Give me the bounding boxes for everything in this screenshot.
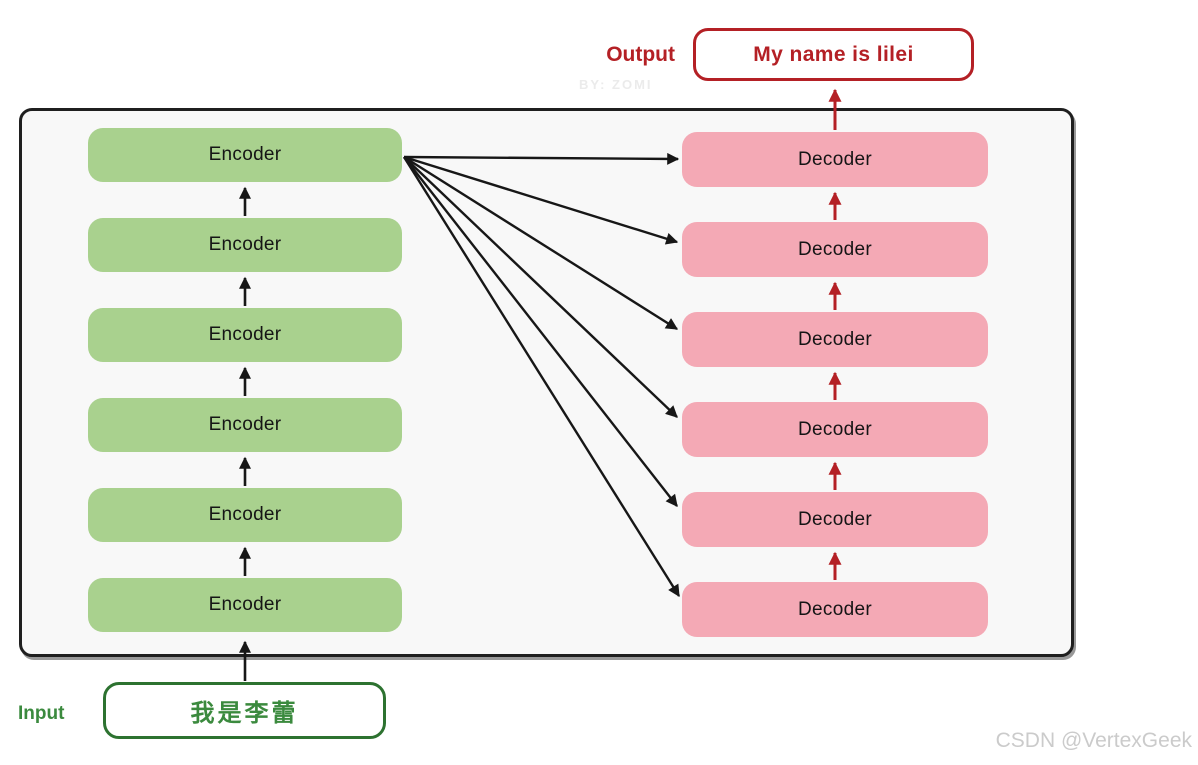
decoder-label: Decoder [798,328,872,350]
decoder-label: Decoder [798,148,872,170]
output-label: Output [606,43,675,66]
model-container [19,108,1074,657]
input-box: 我是李蕾 [103,682,386,739]
decoder-label: Decoder [798,418,872,440]
decoder-block-4: Decoder [682,402,988,457]
encoder-label: Encoder [208,324,282,345]
decoder-block-1: Decoder [682,132,988,187]
encoder-label: Encoder [208,594,282,615]
encoder-label: Encoder [208,144,282,165]
decoder-block-3: Decoder [682,312,988,367]
output-text: My name is lilei [753,42,914,66]
decoder-label: Decoder [798,238,872,260]
decoder-label: Decoder [798,508,872,530]
encoder-block-4: Encoder [88,398,402,452]
csdn-watermark: CSDN @VertexGeek [995,729,1192,752]
decoder-block-6: Decoder [682,582,988,637]
encoder-label: Encoder [208,414,282,435]
encoder-label: Encoder [208,504,282,525]
output-box: My name is lilei [693,28,974,81]
input-text: 我是李蕾 [190,700,299,727]
encoder-label: Encoder [208,234,282,255]
decoder-block-5: Decoder [682,492,988,547]
byline-watermark: BY: ZOMI [579,77,653,92]
encoder-block-2: Encoder [88,218,402,272]
input-label: Input [18,703,65,724]
encoder-block-6: Encoder [88,578,402,632]
decoder-block-2: Decoder [682,222,988,277]
encoder-block-1: Encoder [88,128,402,182]
encoder-block-3: Encoder [88,308,402,362]
decoder-label: Decoder [798,598,872,620]
encoder-block-5: Encoder [88,488,402,542]
